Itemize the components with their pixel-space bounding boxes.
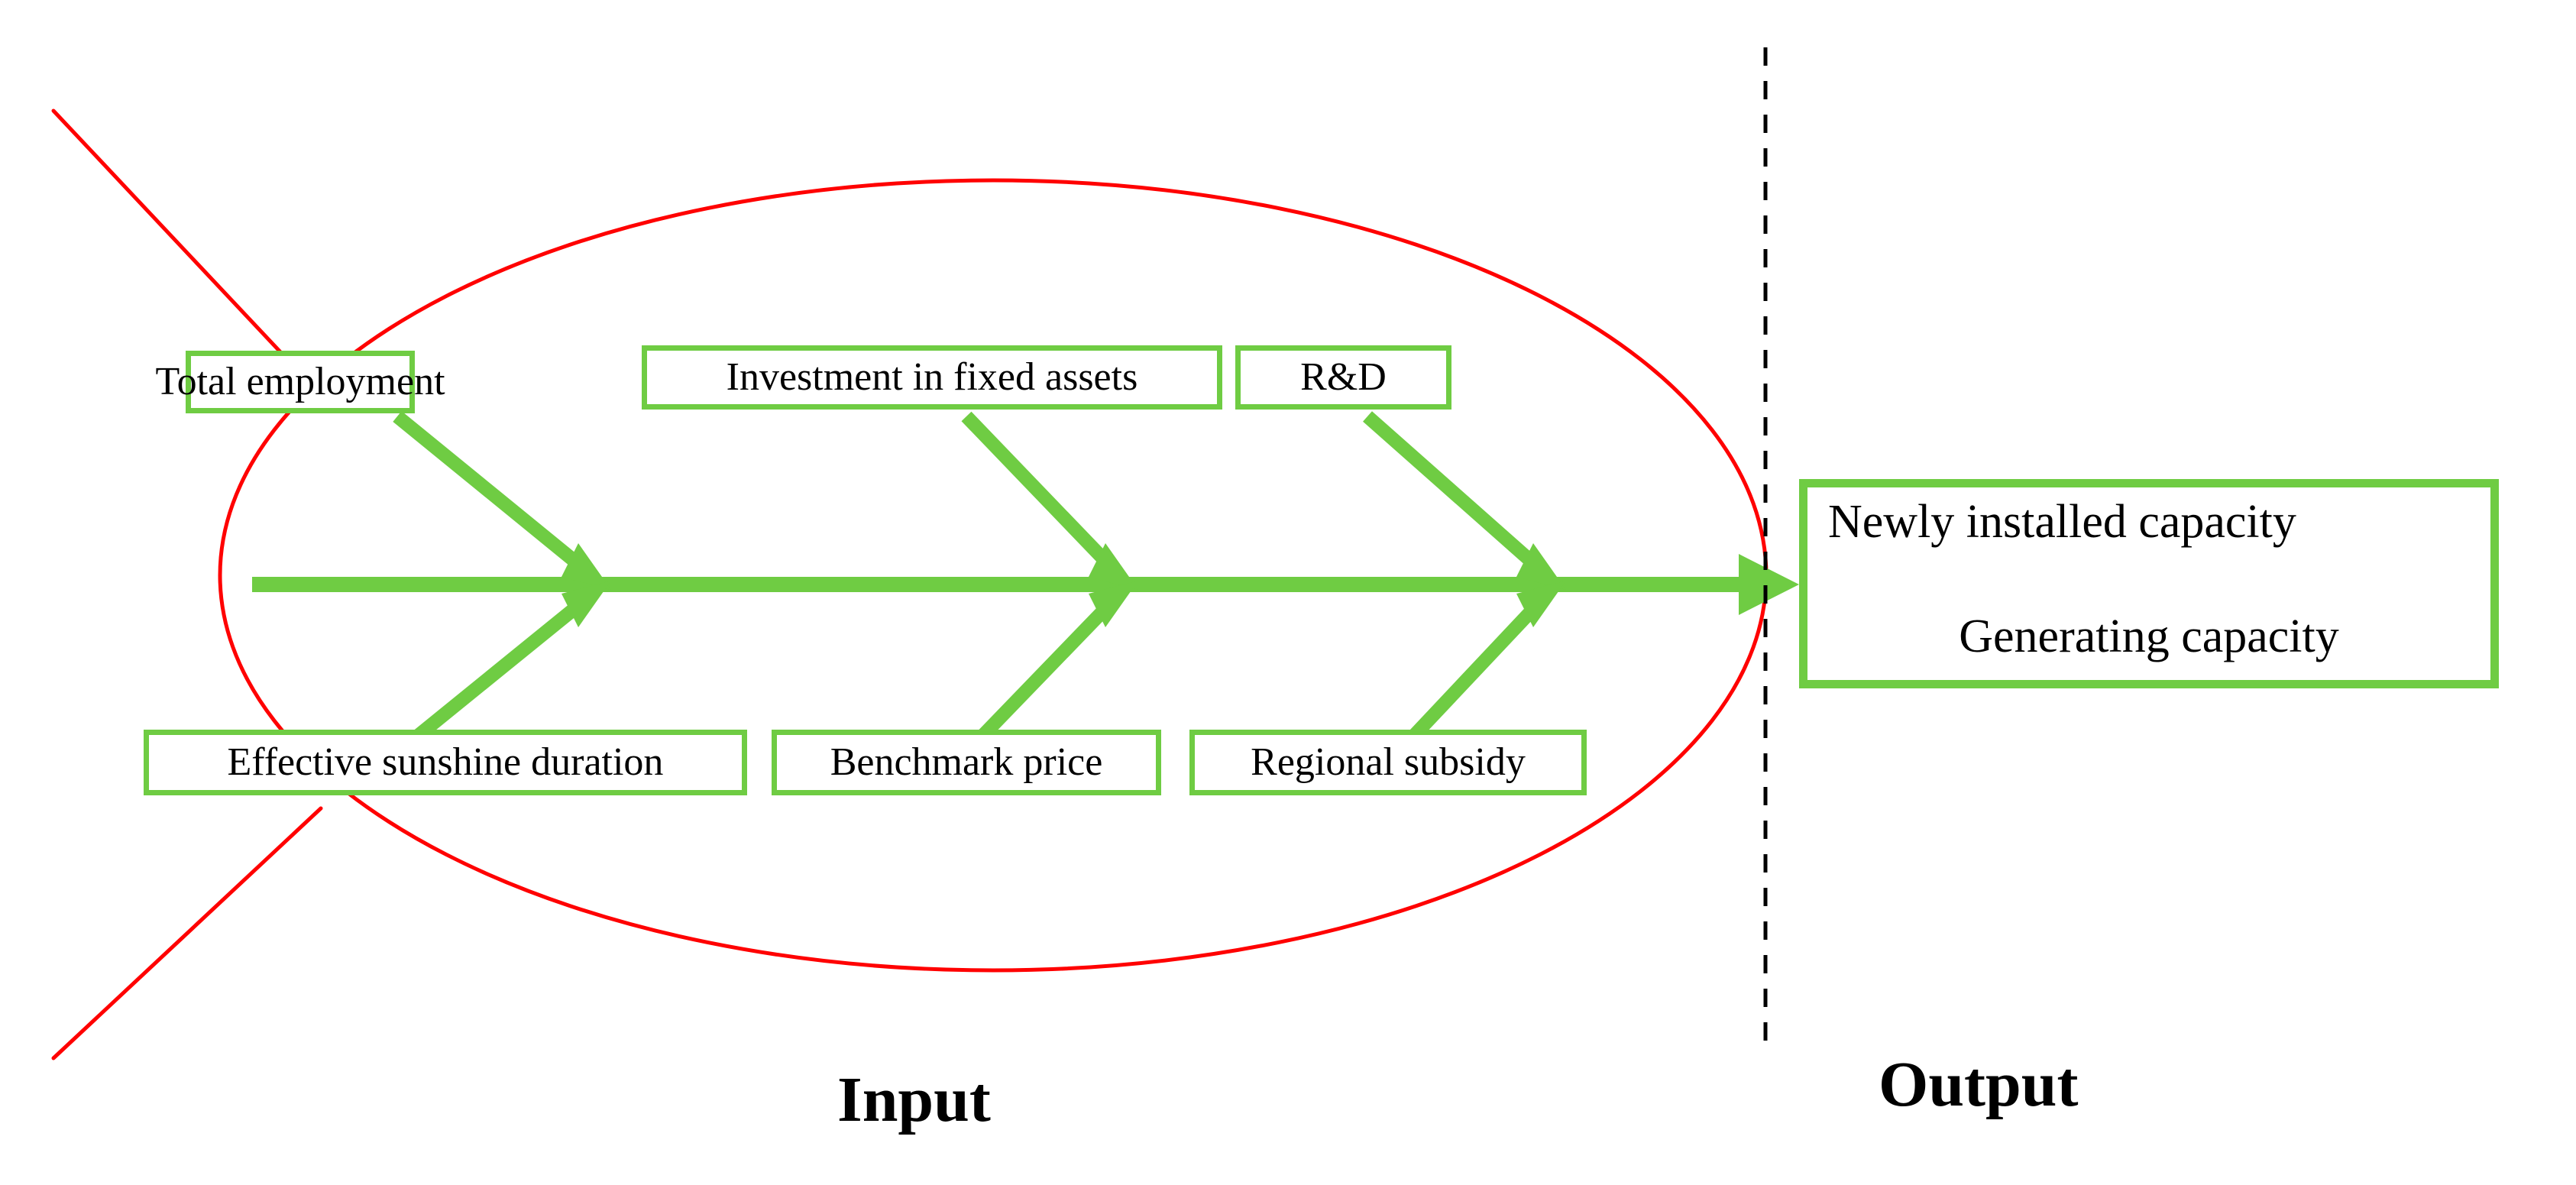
section-title-output: Output [1879,1049,2079,1120]
cause-box-rd[interactable]: R&D [1235,345,1451,410]
connector-effective-sunshine-duration [393,589,597,758]
cause-label-regional-subsidy: Regional subsidy [1251,740,1526,784]
spine-arrowhead [1739,554,1799,615]
connector-benchmark-price [961,589,1125,758]
cause-box-investment-fixed-assets[interactable]: Investment in fixed assets [642,345,1222,410]
arrowhead-total-employment [561,543,611,590]
connector-rd [1363,411,1552,581]
output-line-newly-installed-capacity: Newly installed capacity [1828,496,2296,548]
section-title-input: Input [837,1064,991,1135]
cause-box-total-employment[interactable]: Total employment [155,351,445,413]
cause-label-benchmark-price: Benchmark price [830,740,1103,784]
connector-regional-subsidy [1393,589,1552,758]
output-effect-box[interactable]: Newly installed capacity Generating capa… [1799,479,2499,688]
arrowhead-benchmark-price [1089,581,1138,627]
arrowhead-rd [1516,543,1566,590]
cause-label-total-employment: Total employment [155,360,445,403]
connector-total-employment [393,411,597,581]
cause-box-effective-sunshine-duration[interactable]: Effective sunshine duration [144,730,747,795]
cause-box-regional-subsidy[interactable]: Regional subsidy [1189,730,1587,795]
cause-label-rd: R&D [1300,355,1387,399]
arrowhead-investment-fixed-assets [1089,543,1138,590]
output-line-generating-capacity: Generating capacity [1959,610,2339,662]
connector-investment-fixed-assets [961,411,1125,581]
arrowhead-effective-sunshine-duration [561,581,611,627]
cause-label-effective-sunshine-duration: Effective sunshine duration [227,740,664,784]
arrowhead-regional-subsidy [1516,581,1566,627]
cause-label-investment-fixed-assets: Investment in fixed assets [726,355,1138,399]
fish-tail-upper-line [51,108,323,397]
cause-box-benchmark-price[interactable]: Benchmark price [772,730,1161,795]
fish-tail-lower-line [51,806,323,1060]
